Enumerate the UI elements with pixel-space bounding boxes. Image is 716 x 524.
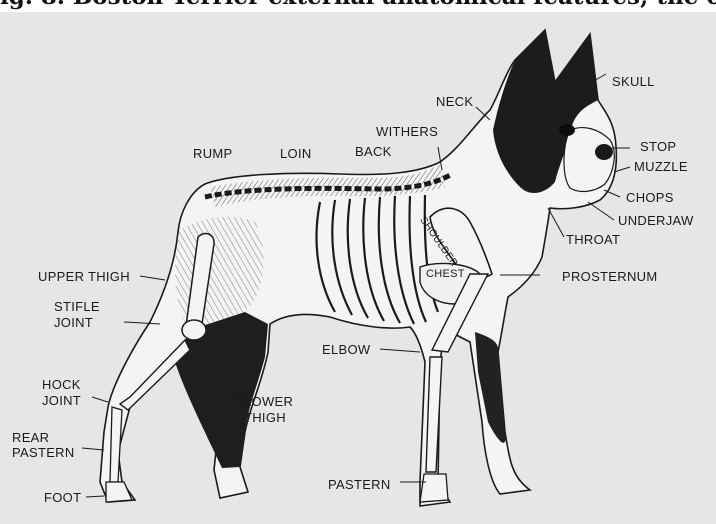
label-upper-thigh: UPPER THIGH [38,269,130,284]
label-rump: RUMP [193,146,232,161]
label-prosternum: PROSTERNUM [562,269,657,284]
label-chops: CHOPS [626,190,674,205]
rear-toes [106,482,132,502]
label-underjaw: UNDERJAW [618,213,694,228]
label-stifle-joint-2: JOINT [54,315,93,330]
label-skull: SKULL [612,74,655,89]
figure-caption: ig. 8. Boston Terrier external anatomica… [0,0,716,11]
eye [559,124,575,136]
label-stifle-joint-1: STIFLE [54,299,100,314]
label-back: BACK [355,144,392,159]
label-rear-pastern-1: REAR [12,430,49,445]
dog-illustration [0,12,716,524]
label-elbow: ELBOW [322,342,370,357]
front-toes [420,474,448,502]
label-chest: CHEST [426,267,465,282]
label-hock-joint-2: JOINT [42,393,81,408]
label-withers: WITHERS [376,124,438,139]
label-throat: THROAT [566,232,620,247]
label-neck: NECK [436,94,473,109]
label-pastern: PASTERN [328,477,391,492]
label-rear-pastern-2: PASTERN [12,445,75,460]
label-foot: FOOT [44,490,81,505]
label-lower-thigh-2: THIGH [244,410,286,425]
anatomy-diagram-panel: SKULL NECK STOP MUZZLE CHOPS UNDERJAW TH… [0,12,716,524]
label-stop: STOP [640,139,676,154]
label-lower-thigh-1: LOWER [244,394,293,409]
label-loin: LOIN [280,146,312,161]
stifle-joint-bone [182,320,206,340]
label-hock-joint-1: HOCK [42,377,81,392]
label-muzzle: MUZZLE [634,159,688,174]
nose [595,144,613,160]
